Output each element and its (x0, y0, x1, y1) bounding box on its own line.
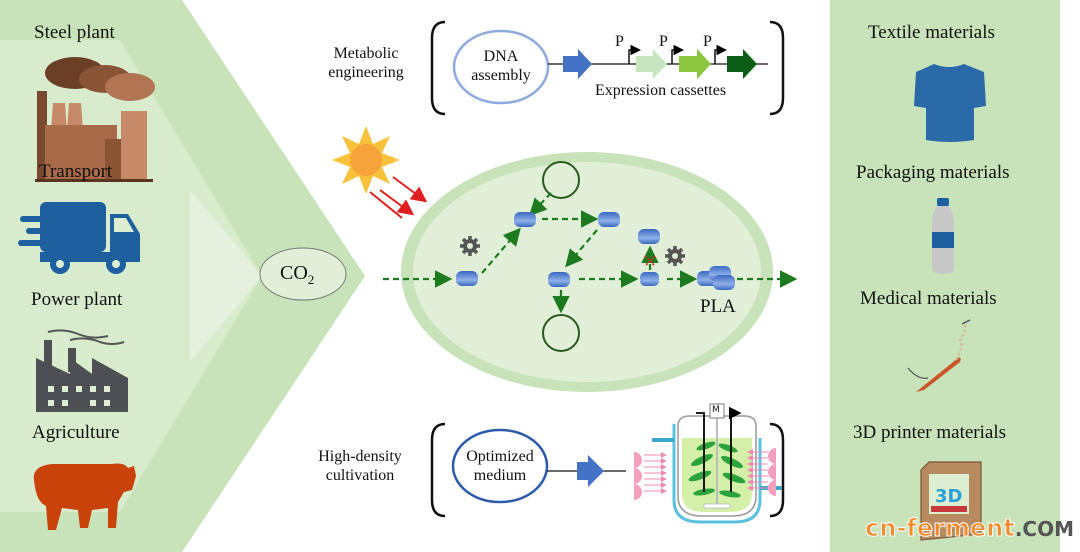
co2-subscript: 2 (307, 272, 315, 287)
watermark-part1: cn-ferment (865, 514, 1016, 543)
promoter-label-2: P (659, 33, 668, 50)
co2-text: CO (280, 262, 308, 284)
dna-assembly-label: DNA assembly (462, 47, 540, 85)
enzyme-4 (548, 272, 570, 287)
cultivation-line1: High-density (318, 448, 402, 465)
watermark: cn-ferment.COM (865, 514, 1074, 543)
metabolic-line2: engineering (328, 64, 404, 81)
metabolite-top (542, 161, 580, 199)
gene-arrow-mid (679, 49, 711, 79)
metabolic-engineering-title: Metabolic engineering (312, 44, 420, 82)
cell-inner (413, 162, 761, 382)
enzyme-5 (640, 272, 659, 286)
metabolite-bottom (542, 314, 580, 352)
co2-label: CO2 (280, 262, 314, 288)
pathway-arrows (383, 192, 798, 314)
enzyme-2 (514, 212, 536, 227)
medium-line1: Optimized (466, 448, 534, 465)
optimized-medium-label: Optimized medium (456, 447, 544, 485)
co2-node (259, 247, 347, 301)
printer-badge-text: 3D (935, 486, 962, 507)
gene-arrow-dark (727, 49, 757, 79)
product-label-textile: Textile materials (868, 22, 995, 43)
enzymes (456, 212, 735, 290)
truck-icon (18, 202, 140, 274)
light-input-right (747, 448, 776, 496)
expression-cassettes-label: Expression cassettes (595, 82, 727, 99)
bottle-icon (932, 198, 954, 274)
gene-arrow-light (636, 49, 667, 79)
dna-line2: assembly (471, 67, 531, 84)
product-label-3d-printer: 3D printer materials (853, 422, 1007, 443)
cow-icon (33, 463, 137, 530)
cultivation-bracket (430, 422, 785, 518)
enzyme-1 (456, 271, 478, 286)
suture-icon (907, 319, 971, 392)
3d-printer-icon: 3D (920, 461, 982, 541)
steel-plant-icon (35, 57, 155, 182)
dna-assembly-node (452, 29, 550, 105)
dna-line1: DNA (483, 48, 519, 65)
optimized-medium-node (451, 428, 549, 504)
gear-icon (665, 246, 685, 266)
motor-label: M (712, 405, 720, 415)
metabolic-bracket (430, 20, 785, 116)
bioreactor-icon (652, 403, 782, 524)
source-label-agriculture: Agriculture (32, 422, 120, 443)
gene-arrow-blue (563, 49, 592, 79)
light-rays (369, 176, 428, 219)
cultivation-title: High-density cultivation (304, 447, 416, 485)
source-label-power-plant: Power plant (31, 289, 123, 310)
source-label-transport: Transport (39, 161, 113, 182)
medium-arrow (577, 455, 604, 487)
enzyme-3 (598, 212, 620, 227)
enzyme-6 (638, 229, 660, 244)
promoter-label-1: P (615, 33, 624, 50)
product-label-packaging: Packaging materials (856, 162, 1010, 183)
pla-label: PLA (700, 296, 736, 317)
sun-icon (332, 126, 400, 194)
tshirt-icon (914, 64, 986, 142)
promoter-icons (628, 44, 727, 64)
light-input-left (634, 452, 667, 500)
product-label-medical: Medical materials (860, 288, 997, 309)
enzyme-pla-3 (713, 275, 735, 290)
cultivation-line2: cultivation (325, 467, 395, 484)
blocked-step-x (644, 255, 656, 267)
metabolic-line1: Metabolic (333, 45, 399, 62)
watermark-part2: .COM (1014, 517, 1074, 541)
gear-icon (460, 236, 480, 256)
source-label-steel-plant: Steel plant (34, 22, 115, 43)
medium-line2: medium (473, 467, 527, 484)
promoter-label-3: P (703, 33, 712, 50)
factory-icon (36, 329, 128, 412)
